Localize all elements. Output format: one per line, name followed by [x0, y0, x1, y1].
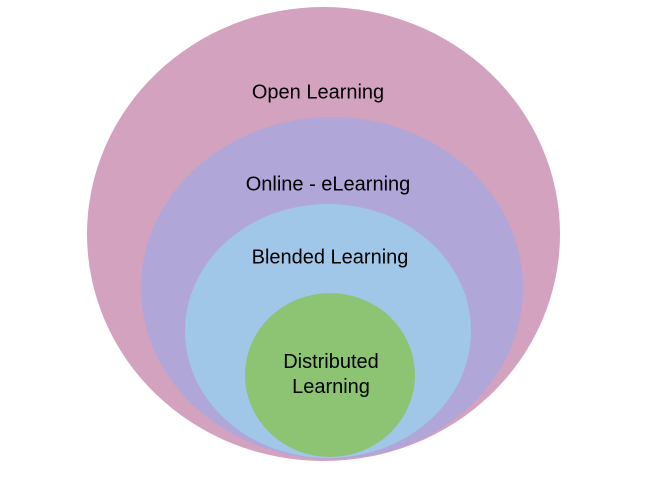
label-distributed-learning: Distributed Learning: [283, 351, 379, 398]
label-blended-learning: Blended Learning: [251, 246, 409, 269]
circle-distributed-learning: [245, 293, 415, 457]
label-online-elearning: Online - eLearning: [245, 173, 411, 196]
label-open-learning: Open Learning: [251, 81, 385, 104]
